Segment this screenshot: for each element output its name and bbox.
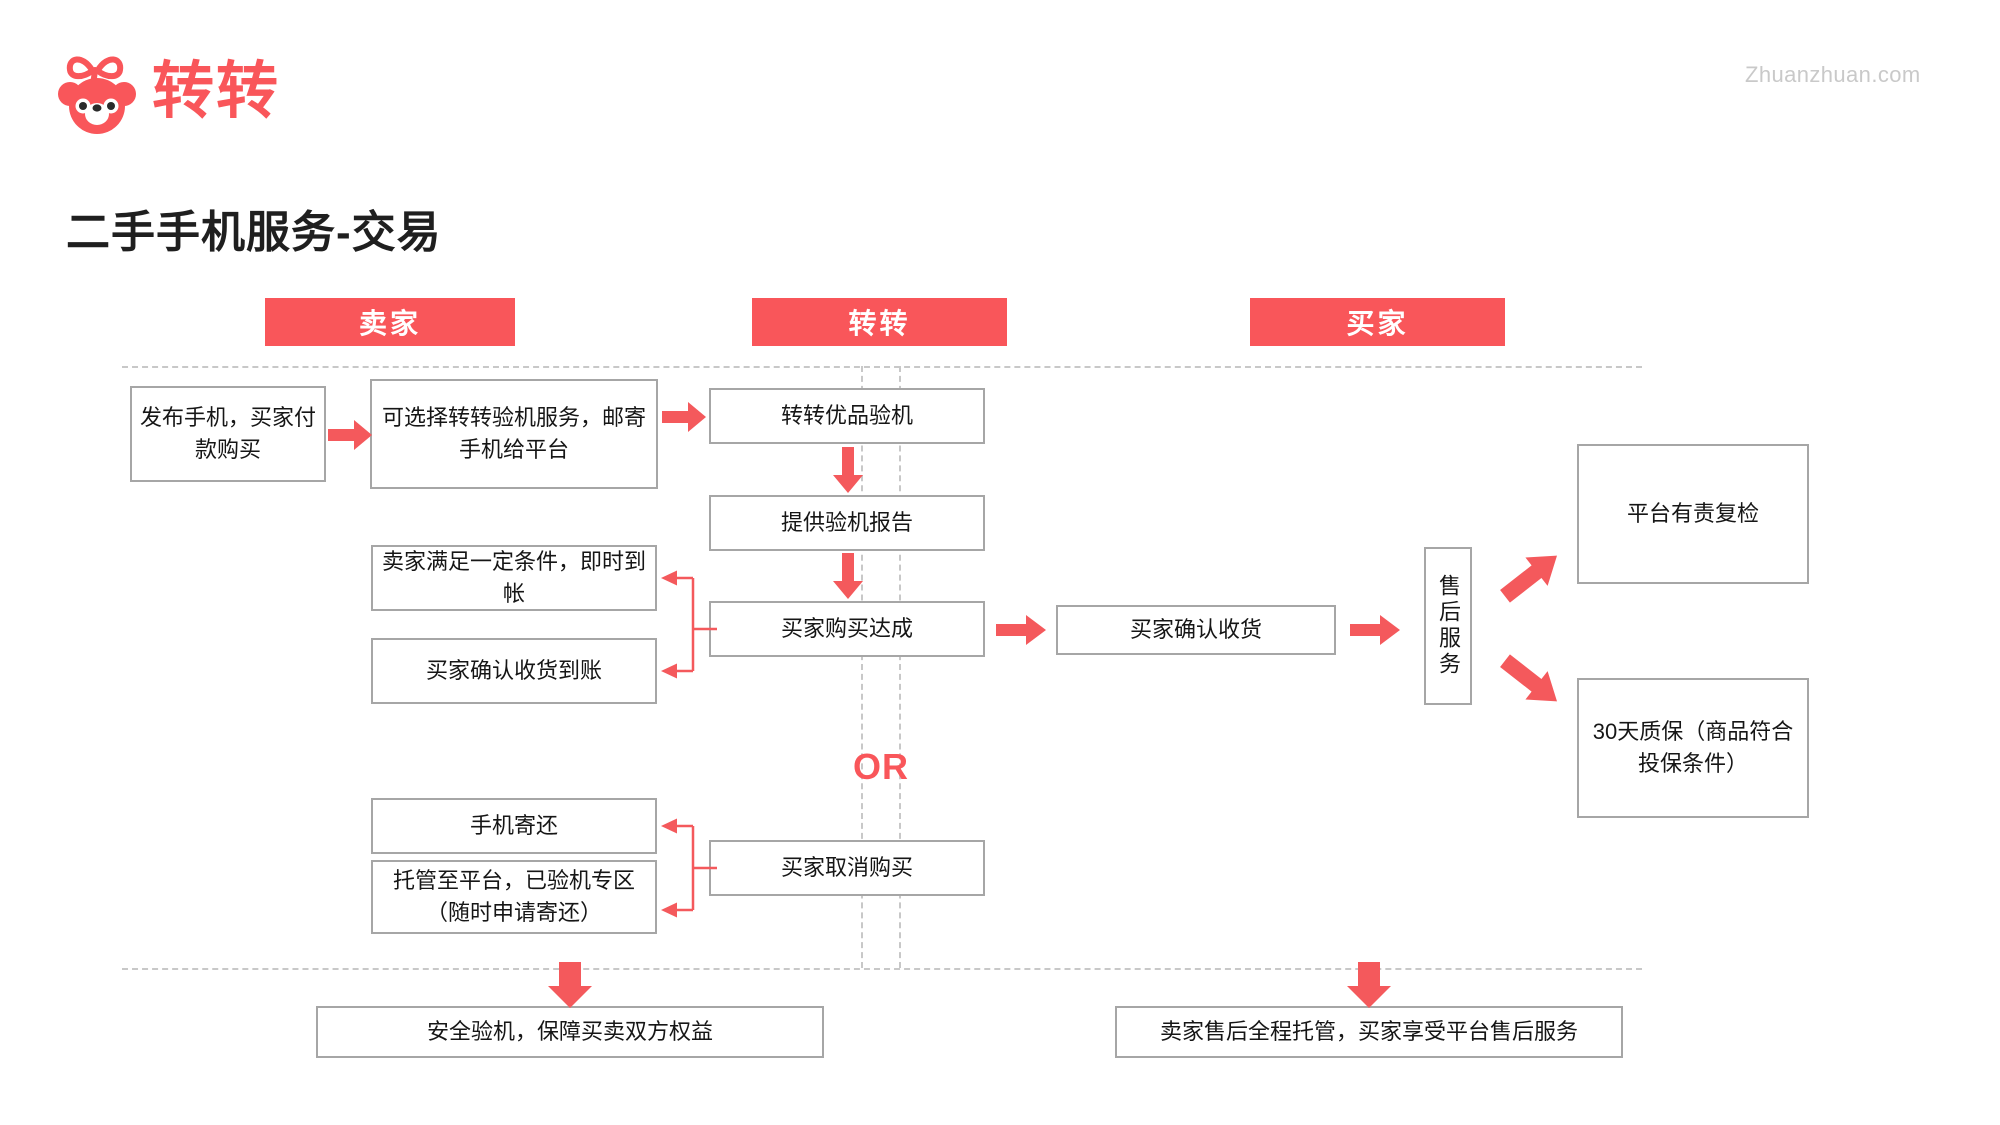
node-platform-custody: 托管至平台，已验机专区（随时申请寄还） <box>371 860 657 934</box>
connector-deal-to-seller-payout <box>657 570 717 680</box>
guide-line-top <box>122 366 1642 368</box>
node-purchase-completed: 买家购买达成 <box>709 601 985 657</box>
node-summary-left: 安全验机，保障买卖双方权益 <box>316 1006 824 1058</box>
arrow-after-sale-to-warranty <box>1492 645 1570 717</box>
node-30-day-warranty: 30天质保（商品符合投保条件） <box>1577 678 1809 818</box>
arrow-inspection-to-youpin <box>662 402 706 432</box>
node-buyer-cancel: 买家取消购买 <box>709 840 985 896</box>
arrow-after-sale-to-recheck <box>1492 540 1570 612</box>
branch-label-or: OR <box>853 746 909 787</box>
node-buyer-confirm-receipt: 买家确认收货 <box>1056 605 1336 655</box>
lane-header-seller: 卖家 <box>265 298 515 346</box>
node-payout-on-receipt: 买家确认收货到账 <box>371 638 657 704</box>
lane-header-buyer: 买家 <box>1250 298 1505 346</box>
node-instant-payout: 卖家满足一定条件，即时到帐 <box>371 545 657 611</box>
arrow-deal-to-buyer-confirm <box>996 615 1046 645</box>
connector-cancel-to-seller-options <box>657 814 717 926</box>
arrow-buyer-confirm-to-after-sale <box>1350 615 1400 645</box>
node-inspection-report: 提供验机报告 <box>709 495 985 551</box>
node-summary-right: 卖家售后全程托管，买家享受平台售后服务 <box>1115 1006 1623 1058</box>
arrow-down-summary-right <box>1347 962 1391 1008</box>
site-watermark: Zhuanzhuan.com <box>1745 62 1921 87</box>
arrow-publish-to-inspection <box>328 420 372 450</box>
arrow-report-to-deal <box>833 553 863 599</box>
node-publish-phone: 发布手机，买家付款购买 <box>130 386 326 482</box>
brand-logo-text: 转转 <box>152 57 281 126</box>
zhuanzhuan-bear-logo-icon <box>52 44 144 136</box>
guide-line-lane-divider-left <box>861 366 863 968</box>
brand-logo: 转转 <box>52 38 312 138</box>
arrow-down-summary-left <box>548 962 592 1008</box>
node-youpin-inspection: 转转优品验机 <box>709 388 985 444</box>
arrow-youpin-to-report <box>833 447 863 493</box>
guide-line-lane-divider-right <box>899 366 901 968</box>
node-after-sale-service: 售后服务 <box>1424 547 1472 705</box>
lane-header-platform: 转转 <box>752 298 1007 346</box>
node-phone-returned: 手机寄还 <box>371 798 657 854</box>
node-platform-recheck: 平台有责复检 <box>1577 444 1809 584</box>
node-inspection-option: 可选择转转验机服务，邮寄手机给平台 <box>370 379 658 489</box>
page-title: 二手手机服务-交易 <box>66 208 442 257</box>
guide-line-bottom <box>122 968 1642 970</box>
